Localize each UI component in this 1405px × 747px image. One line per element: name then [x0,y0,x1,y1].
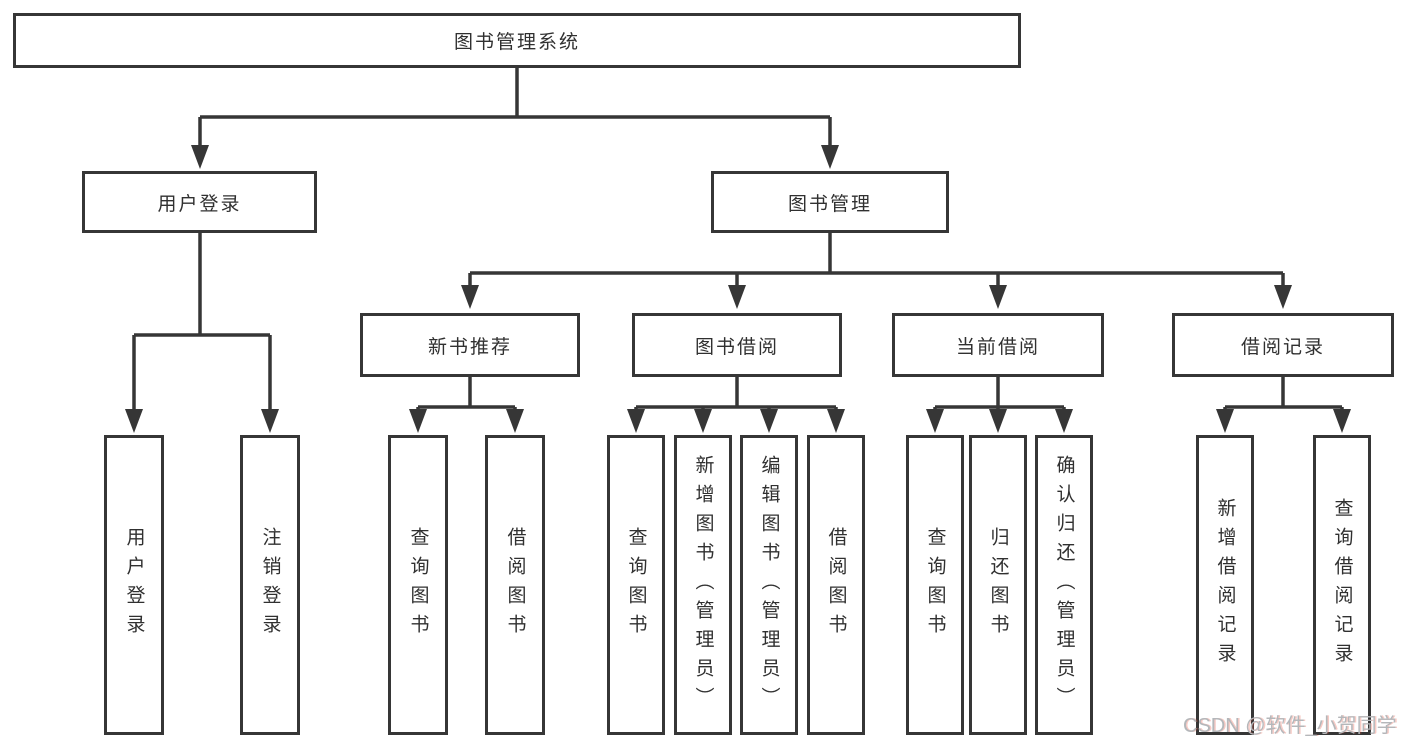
leaf-add-borrow-record-label: 新增借阅记录 [1214,498,1236,672]
leaf-return-books: 归还图书 [969,435,1027,735]
leaf-user-login: 用户登录 [104,435,164,735]
leaf-borrow-books-borrowing: 借阅图书 [807,435,865,735]
leaf-query-books-current-label: 查询图书 [924,527,946,643]
node-user-login: 用户登录 [82,171,317,233]
node-borrowing-records: 借阅记录 [1172,313,1394,377]
leaf-query-books-borrowing: 查询图书 [607,435,665,735]
leaf-add-books-admin: 新增图书（管理员） [674,435,732,735]
leaf-query-books-borrowing-label: 查询图书 [625,527,647,643]
leaf-edit-books-admin: 编辑图书（管理员） [740,435,798,735]
leaf-borrow-books-recommend: 借阅图书 [485,435,545,735]
leaf-add-books-admin-label: 新增图书（管理员） [692,454,714,716]
leaf-logout: 注销登录 [240,435,300,735]
leaf-query-books-current: 查询图书 [906,435,964,735]
csdn-watermark: CSDN @软件_小贺同学 [1183,715,1397,737]
leaf-logout-label: 注销登录 [259,527,281,643]
leaf-edit-books-admin-label: 编辑图书（管理员） [758,454,780,716]
node-book-management: 图书管理 [711,171,949,233]
node-new-book-recommendation: 新书推荐 [360,313,580,377]
leaf-user-login-label: 用户登录 [123,527,145,643]
leaf-borrow-books-borrowing-label: 借阅图书 [825,527,847,643]
leaf-add-borrow-record: 新增借阅记录 [1196,435,1254,735]
leaf-confirm-return-admin: 确认归还（管理员） [1035,435,1093,735]
leaf-return-books-label: 归还图书 [987,527,1009,643]
leaf-query-borrow-record: 查询借阅记录 [1313,435,1371,735]
leaf-confirm-return-admin-label: 确认归还（管理员） [1053,454,1075,716]
leaf-query-books-recommend: 查询图书 [388,435,448,735]
leaf-query-books-recommend-label: 查询图书 [407,527,429,643]
leaf-borrow-books-recommend-label: 借阅图书 [504,527,526,643]
node-current-borrowing: 当前借阅 [892,313,1104,377]
leaf-query-borrow-record-label: 查询借阅记录 [1331,498,1353,672]
node-library-management-system: 图书管理系统 [13,13,1021,68]
node-book-borrowing: 图书借阅 [632,313,842,377]
